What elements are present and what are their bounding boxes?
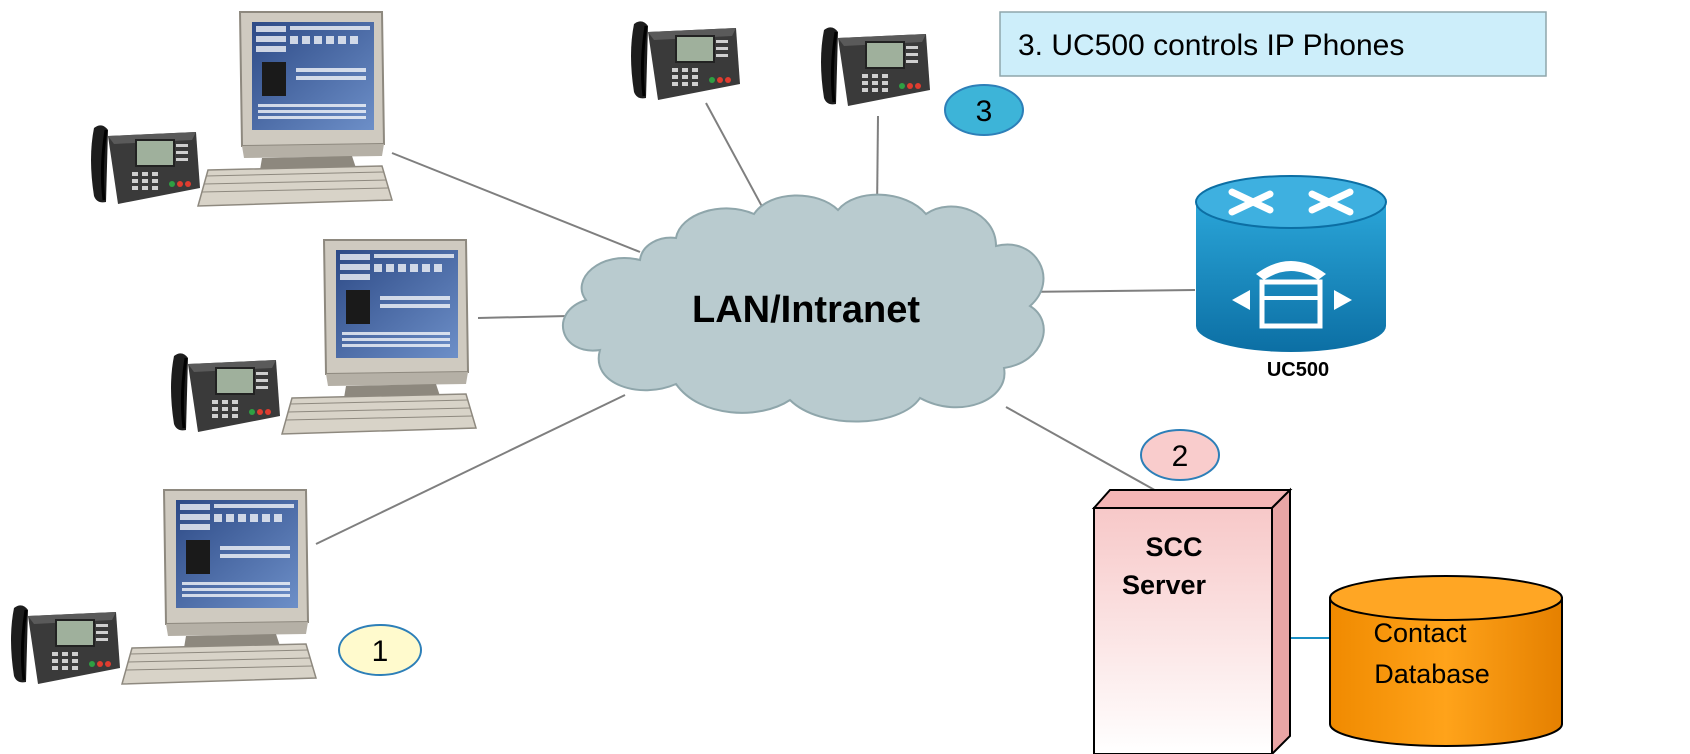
callout-text: 3. UC500 controls IP Phones xyxy=(1018,29,1404,62)
step-badge-1: 1 xyxy=(338,624,422,676)
lan-label: LAN/Intranet xyxy=(692,289,920,331)
ip-phone-2 xyxy=(819,25,932,108)
uc500-label: UC500 xyxy=(1267,359,1329,381)
step-number-2: 2 xyxy=(1172,440,1189,473)
database-label-line2: Database xyxy=(1374,659,1490,689)
contact-database: Contact Database xyxy=(1329,575,1563,747)
ip-phone-1 xyxy=(629,19,742,102)
workstation-top xyxy=(89,11,393,207)
workstation-bottom xyxy=(9,489,317,686)
step-badge-3: 3 xyxy=(944,84,1024,136)
lan-cloud: LAN/Intranet xyxy=(561,193,1045,423)
callout-box: 3. UC500 controls IP Phones xyxy=(999,11,1547,77)
step-number-3: 3 xyxy=(976,95,993,128)
server-label-line2: Server xyxy=(1122,570,1207,600)
step-badge-2: 2 xyxy=(1140,429,1220,481)
step-number-1: 1 xyxy=(372,635,389,668)
workstation-middle xyxy=(169,239,477,435)
server-label-line1: SCC xyxy=(1145,532,1202,562)
network-links xyxy=(315,102,1196,545)
scc-server: SCC Server xyxy=(1091,487,1293,754)
database-label-line1: Contact xyxy=(1373,618,1467,648)
uc500-router-icon: UC500 xyxy=(1195,175,1387,381)
